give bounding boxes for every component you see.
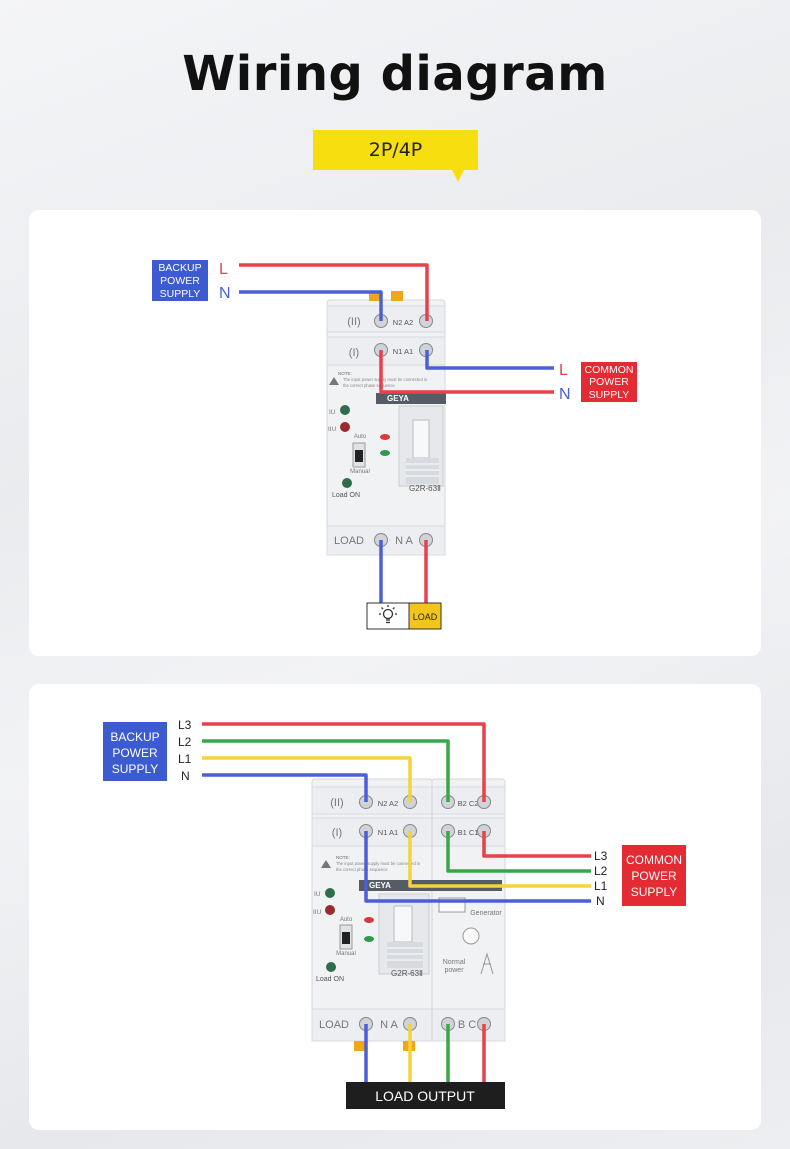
note-title: NOTE:: [338, 371, 352, 376]
backup4-label-1: BACKUP: [110, 730, 159, 744]
ind-iu: IU: [329, 409, 336, 416]
switch-device: (II) (I) N2 A2 N1 A1 NOTE: The input pow…: [326, 291, 446, 556]
note-text-2: the correct phase sequence: [343, 383, 395, 388]
brand-label: GEYA: [387, 394, 409, 403]
load-on-label: Load ON: [332, 492, 360, 499]
left-l2-label: L2: [178, 735, 192, 749]
row2-terminals-a: N2 A2: [378, 799, 398, 808]
backup-supply-box: [152, 260, 208, 301]
ind-iiu-4p: IIU: [313, 909, 322, 916]
wires-4p: [202, 722, 591, 1082]
lightbulb-icon: [379, 605, 397, 624]
note-text-1: The input power supply must be connected…: [343, 377, 428, 382]
normal-power-1: Normal: [443, 959, 466, 966]
generator-label: Generator: [470, 910, 502, 917]
row1-label-4p: (I): [332, 827, 342, 839]
auto-label-4p: Auto: [340, 917, 353, 923]
right-l3-label: L3: [594, 849, 608, 863]
common-supply-box: [581, 362, 637, 402]
wiring-diagram-4p: BACKUP POWER SUPPLY L3 L2 L1 N COMMON PO…: [103, 718, 686, 1109]
brand-label-4p: GEYA: [369, 881, 391, 890]
backup4-label-3: SUPPLY: [112, 762, 158, 776]
load-box-label: LOAD: [413, 612, 438, 622]
right-l2-label: L2: [594, 864, 608, 878]
backup-n-label: N: [219, 285, 231, 302]
wiring-panel-4p: BACKUP POWER SUPPLY L3 L2 L1 N COMMON PO…: [29, 684, 761, 1130]
common-label-3: SUPPLY: [589, 389, 630, 401]
normal-power-2: power: [444, 967, 464, 974]
left-l1-label: L1: [178, 752, 192, 766]
bottom-terminals-a: N A: [380, 1019, 398, 1031]
left-n-label: N: [181, 769, 190, 783]
common-supply-box-4p: [622, 845, 686, 906]
model-label-4p: G2R-63Ⅱ: [391, 969, 423, 978]
backup4-label-2: POWER: [112, 746, 158, 760]
row1-terminals-b: B1 C1: [458, 828, 479, 837]
right-l1-label: L1: [594, 879, 608, 893]
ind-iu-4p: IU: [314, 891, 321, 898]
load-box: [408, 602, 442, 630]
note-text-2-4p: the correct phase sequence: [336, 867, 388, 872]
row2-terminals-b: B2 C2: [458, 799, 479, 808]
common-label-1: COMMON: [585, 364, 634, 376]
row1-terminals-a: N1 A1: [378, 828, 398, 837]
auto-label: Auto: [354, 434, 367, 440]
bottom-load-label-4p: LOAD: [319, 1019, 349, 1031]
row2-label: (II): [347, 316, 360, 328]
wiring-panel-2p: BACKUP POWER SUPPLY L N COMMON POWER SUP…: [29, 210, 761, 656]
manual-label-4p: Manual: [336, 951, 356, 957]
bulb-box: [366, 602, 410, 630]
note-text-1-4p: The input power supply must be connected…: [336, 861, 421, 866]
backup-l-label: L: [219, 261, 228, 278]
model-label: G2R-63Ⅱ: [409, 484, 441, 493]
bottom-load-label: LOAD: [334, 535, 364, 547]
switch-device-4p: (II) (I) N2 A2 B2 C2 N1 A1 B1 C1 NOTE: T…: [311, 778, 506, 1051]
row1-terminals: N1 A1: [393, 347, 413, 356]
right-n-label: N: [596, 894, 605, 908]
manual-label: Manual: [350, 469, 370, 475]
backup-label-1: BACKUP: [158, 262, 201, 274]
common-label-2: POWER: [589, 376, 629, 388]
ind-iiu: IIU: [328, 426, 337, 433]
row2-terminals: N2 A2: [393, 318, 413, 327]
common-n-label: N: [559, 386, 571, 403]
bottom-terminals: N A: [395, 535, 413, 547]
backup-label-2: POWER: [160, 275, 200, 287]
page-title: Wiring diagram: [182, 46, 608, 102]
backup-label-3: SUPPLY: [160, 288, 201, 300]
bottom-terminals-b: B C: [458, 1019, 476, 1031]
common4-label-1: COMMON: [626, 853, 682, 867]
row1-label: (I): [349, 347, 359, 359]
pole-tag-pointer: [452, 170, 464, 182]
load-output-box: [346, 1082, 505, 1109]
row2-label-4p: (II): [330, 797, 343, 809]
load-output-label: LOAD OUTPUT: [375, 1088, 475, 1104]
load-on-label-4p: Load ON: [316, 976, 344, 983]
backup-supply-box-4p: [103, 722, 167, 781]
pole-tag: 2P/4P: [313, 130, 478, 170]
wires-2p: [239, 263, 554, 603]
wiring-diagram-2p: BACKUP POWER SUPPLY L N COMMON POWER SUP…: [152, 260, 637, 630]
left-l3-label: L3: [178, 718, 192, 732]
common4-label-3: SUPPLY: [631, 885, 677, 899]
note-title-4p: NOTE:: [336, 855, 350, 860]
common-l-label: L: [559, 362, 568, 379]
common4-label-2: POWER: [631, 869, 677, 883]
